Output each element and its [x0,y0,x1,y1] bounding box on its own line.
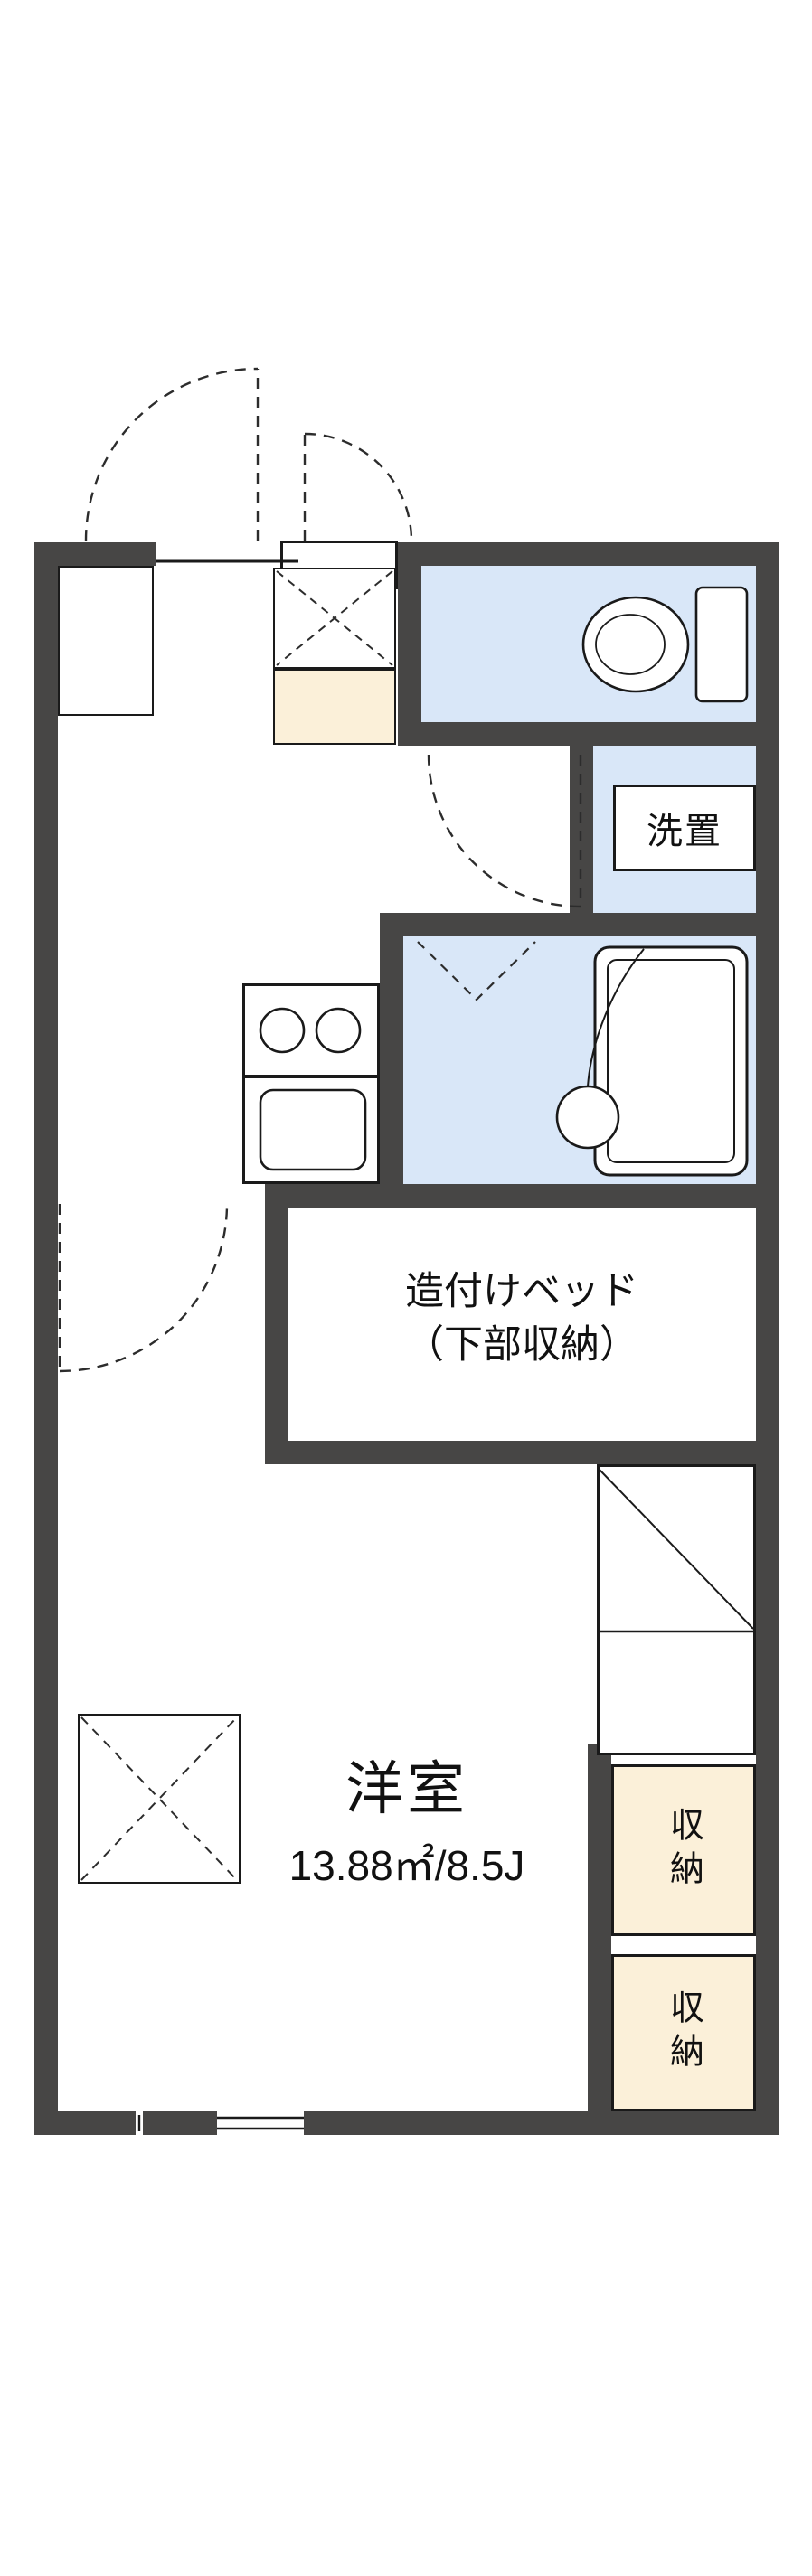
room-door-arc [59,1203,229,1373]
wall-laundry-left [570,722,593,936]
wall-top-left [34,542,156,566]
wall-bed-left [265,1184,288,1464]
wall-bed-top [265,1184,779,1208]
room-name: 洋室 [345,1756,468,1821]
storage-upper-label: 収納 [664,1807,703,1894]
wall-left [34,542,58,2135]
wall-entry-toilet [398,542,421,746]
wall-bed-bottom [265,1441,779,1464]
wall-bottom-2 [143,2111,217,2135]
main-room-label: 洋室 13.88㎡/8.5J [194,1743,619,1893]
wall-bottom-1 [34,2111,136,2135]
closet-tall [597,1464,756,1755]
laundry-machine-box: 洗置 [613,785,756,871]
laundry-label: 洗置 [647,812,722,851]
room-door-swing-icon [58,1203,229,1373]
wall-right [756,542,779,2135]
wall-bath-top [380,913,779,936]
bed-label: 造付けベッド （下部収納） [288,1265,756,1373]
entrance-door-swing-icon [84,367,413,541]
hall-door-arc [427,754,581,908]
room-area: 13.88㎡/8.5J [288,1842,525,1889]
bathroom [403,936,756,1184]
wall-bottom-3 [304,2111,779,2135]
storage-lower-label: 収納 [664,1989,703,2076]
bed-label-line2: （下部収納） [405,1323,638,1368]
stove-box [242,983,380,1077]
hall-door-swing-icon [427,754,582,908]
storage-lower: 収納 [611,1954,756,2111]
genkan-tile [273,669,396,745]
bed-label-line1: 造付けベッド [405,1270,638,1313]
door-arc-small [304,432,413,541]
entry-alcove [58,566,154,716]
sink-box [242,1076,380,1184]
door-arc-large [84,367,259,541]
wall-storage-left [588,1744,611,2111]
toilet-room [421,566,756,722]
shoe-cabinet [273,568,396,669]
wall-bath-left [380,913,403,1208]
storage-upper: 収納 [611,1764,756,1936]
